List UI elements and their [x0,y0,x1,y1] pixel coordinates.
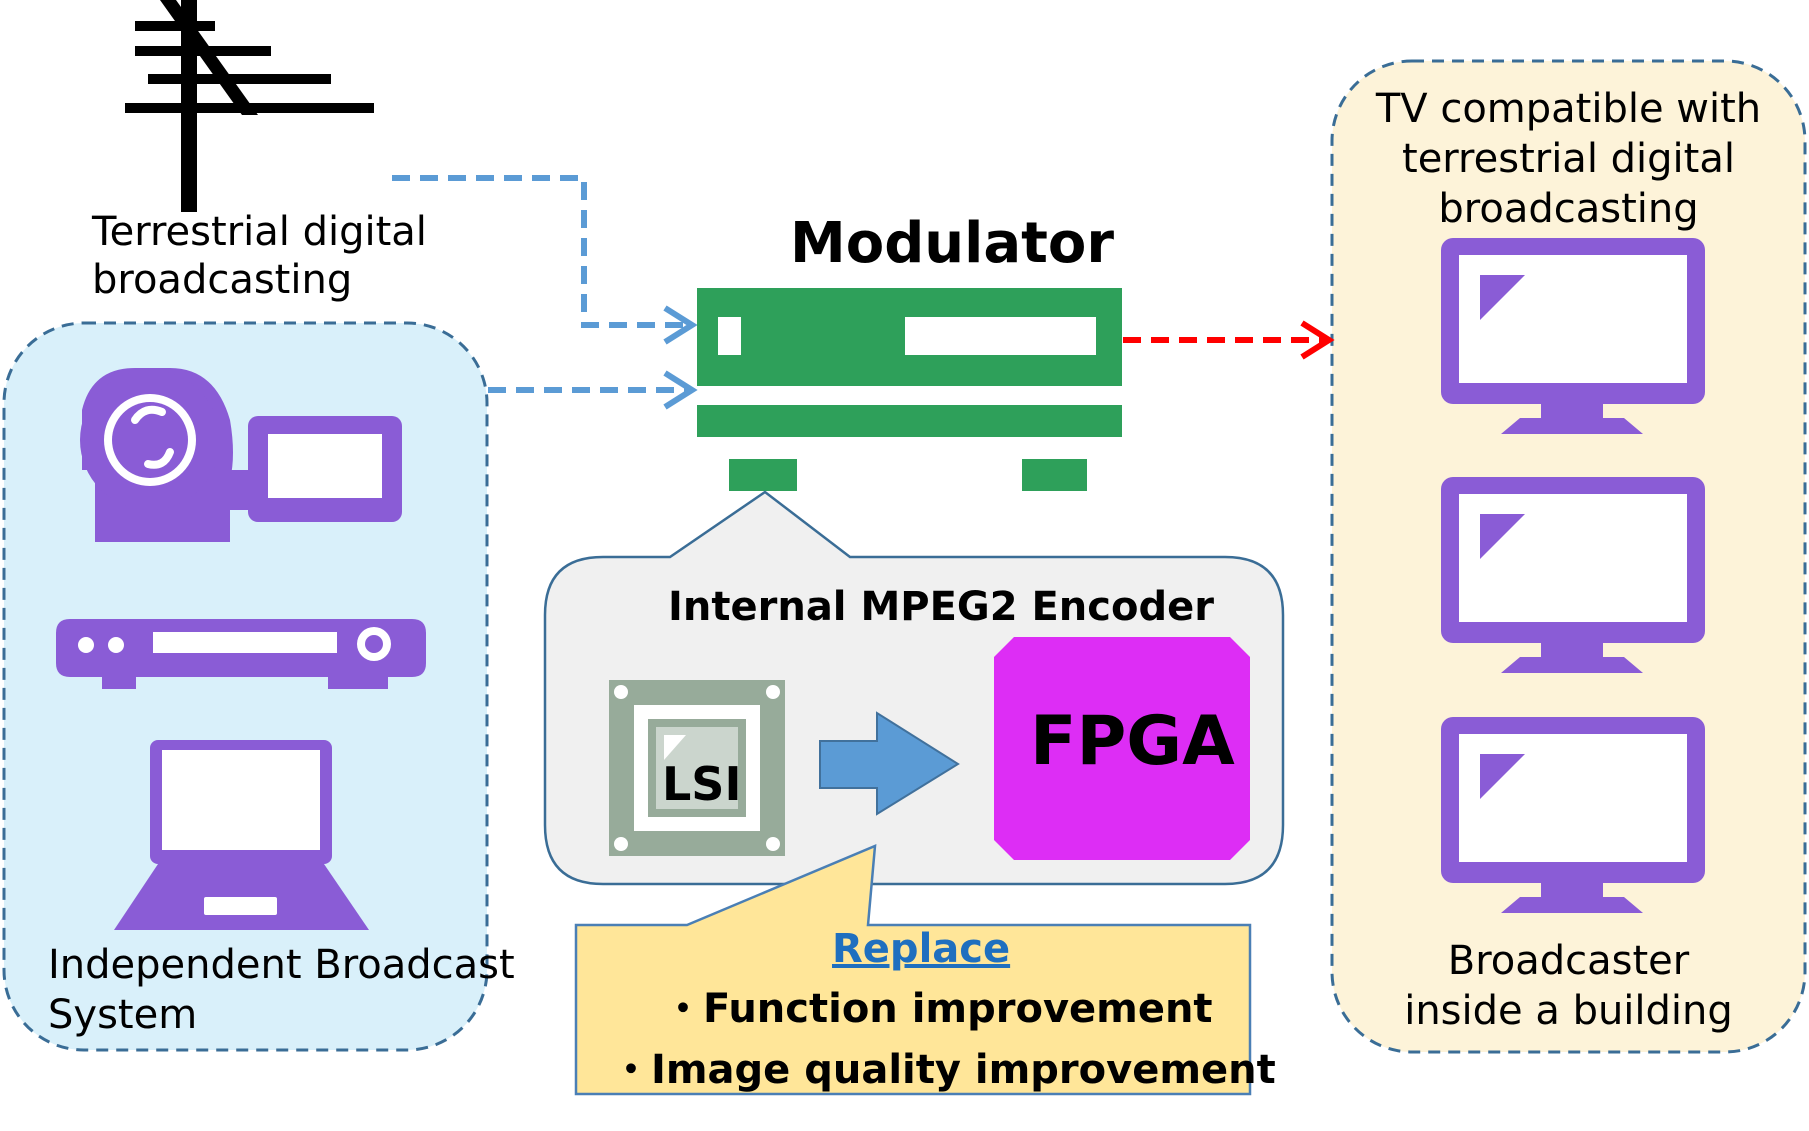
dvd-player-icon [56,619,426,689]
independent-system-label-line1: Independent Broadcast [48,942,515,988]
antenna-label: Terrestrial digital broadcasting [92,208,427,304]
antenna-icon [125,0,374,212]
tv-icon-2 [1441,477,1705,673]
fpga-label: FPGA [1030,702,1235,781]
tv-group-label-line1: TV compatible with [1375,86,1762,132]
tv-icon-3 [1441,717,1705,913]
replace-block-arrow [819,711,960,816]
lsi-chip-icon [609,680,785,856]
tv-group-label-line2: terrestrial digital [1402,136,1735,182]
tv-arrowhead [1300,320,1335,360]
callout-item-image-quality: ・Image quality improvement [611,1047,1276,1093]
tv-icon-1 [1441,238,1705,434]
broadcaster-label-line2: inside a building [1404,988,1733,1034]
antenna-label-line1: Terrestrial digital [92,209,427,255]
callout-item-function: ・Function improvement [663,986,1213,1032]
encoder-title: Internal MPEG2 Encoder [668,584,1214,630]
modulator-device-icon [697,288,1122,491]
independent-system-label: Independent Broadcast System [48,940,515,1040]
fpga-block [994,637,1250,860]
system-arrowhead [663,370,698,410]
broadcaster-label-line1: Broadcaster [1447,938,1690,984]
antenna-label-line2: broadcasting [92,257,353,303]
broadcaster-label: Broadcaster inside a building [1332,936,1805,1036]
tv-group-label-line3: broadcasting [1438,186,1699,232]
replace-callout-box [574,844,1252,1096]
independent-system-label-line2: System [48,992,198,1038]
antenna-to-modulator-arrow [392,175,688,328]
lsi-label: LSI [662,757,742,811]
replace-link[interactable]: Replace [832,926,1011,972]
laptop-icon [114,740,369,930]
antenna-arrowhead [663,305,698,345]
modulator-title: Modulator [790,211,1114,276]
tv-group-label: TV compatible with terrestrial digital b… [1332,84,1805,234]
video-camera-icon [80,368,402,542]
